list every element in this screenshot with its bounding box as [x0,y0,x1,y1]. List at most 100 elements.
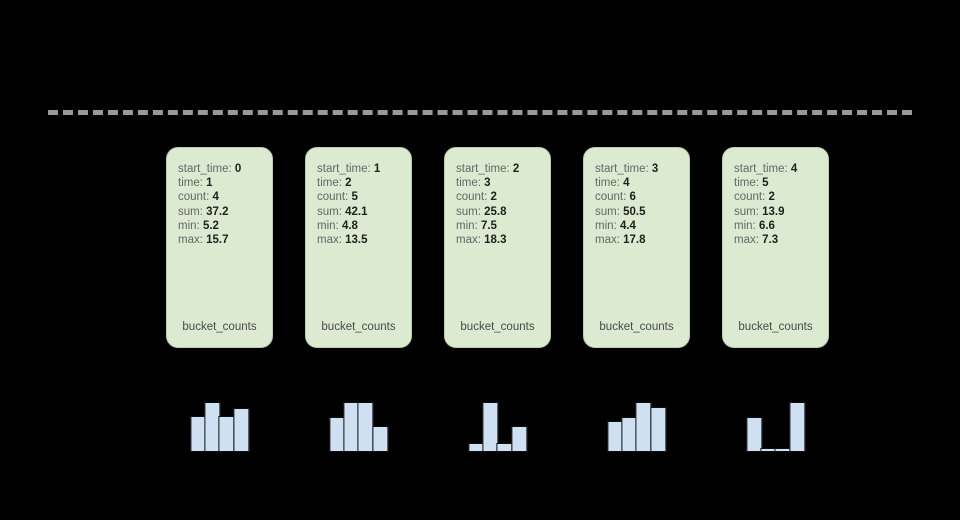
field-value: 17.8 [623,234,646,247]
field-value: 4.8 [341,219,358,232]
field-label: time: [734,177,759,190]
field-value: 3 [484,177,491,190]
field-sum: sum: 37.2 [178,205,262,219]
field-value: 3 [651,163,659,175]
field-sum: sum: 50.5 [595,205,679,219]
field-label: count: [456,191,488,204]
field-label: start_time: [317,163,371,175]
histogram-bars [606,402,667,452]
field-value: 1 [373,163,381,175]
field-max: max: 18.3 [456,233,540,247]
field-min: min: 7.5 [456,219,540,233]
field-value: 7.3 [762,234,779,247]
field-value: 13.5 [345,234,368,247]
field-value: 2 [768,191,775,204]
field-min: min: 6.6 [734,219,818,233]
bucket-counts-histogram [723,400,828,452]
field-label: time: [317,177,342,190]
field-value: 5 [762,177,769,190]
field-min: min: 5.2 [178,219,262,233]
field-time: time: 2 [317,176,401,190]
field-label: max: [734,234,759,247]
histogram-bars [745,402,806,452]
histogram-bar [650,407,667,452]
field-label: sum: [317,205,342,218]
field-count: count: 6 [595,190,679,204]
field-label: sum: [595,205,620,218]
field-label: min: [317,219,339,232]
field-value: 2 [490,191,497,204]
field-value: 25.8 [484,205,507,218]
field-count: count: 5 [317,190,401,204]
field-max: max: 7.3 [734,233,818,247]
field-max: max: 17.8 [595,233,679,247]
field-value: 37.2 [206,205,229,218]
field-sum: sum: 25.8 [456,205,540,219]
histogram-caption: bucket_counts [321,321,396,333]
field-value: 4 [212,191,219,204]
histogram-bar [233,408,250,452]
field-value: 5.2 [202,219,219,232]
field-value: 4 [790,163,798,175]
field-value: 5 [351,191,358,204]
histogram-bar [482,402,499,452]
field-value: 4.4 [619,219,636,232]
histogram-bar [789,402,806,452]
histogram-caption: bucket_counts [460,321,535,333]
histogram-bars [467,402,528,452]
field-start_time: start_time: 1 [317,162,401,176]
field-label: start_time: [734,163,788,175]
histogram-bars [189,402,250,452]
field-value: 0 [234,163,242,175]
field-value: 15.7 [206,234,229,247]
field-max: max: 13.5 [317,233,401,247]
field-label: min: [178,219,200,232]
field-label: count: [734,191,766,204]
field-min: min: 4.8 [317,219,401,233]
field-value: 2 [345,177,352,190]
histogram-bar [372,426,389,452]
dashed-divider-line [48,110,912,115]
field-label: start_time: [595,163,649,175]
field-label: sum: [456,205,481,218]
field-time: time: 5 [734,176,818,190]
field-value: 13.9 [762,205,785,218]
field-count: count: 2 [734,190,818,204]
histogram-bar [511,426,528,452]
field-value: 7.5 [480,219,497,232]
field-time: time: 4 [595,176,679,190]
field-label: count: [595,191,627,204]
field-value: 6.6 [758,219,775,232]
field-label: max: [317,234,342,247]
field-label: count: [317,191,349,204]
bucket-counts-histogram [167,400,272,452]
field-start_time: start_time: 0 [178,162,262,176]
field-label: time: [595,177,620,190]
field-value: 42.1 [345,205,368,218]
field-min: min: 4.4 [595,219,679,233]
field-time: time: 3 [456,176,540,190]
field-start_time: start_time: 2 [456,162,540,176]
bucket-counts-histogram [445,400,550,452]
field-label: start_time: [456,163,510,175]
field-start_time: start_time: 4 [734,162,818,176]
field-label: max: [595,234,620,247]
field-sum: sum: 13.9 [734,205,818,219]
field-max: max: 15.7 [178,233,262,247]
field-label: min: [456,219,478,232]
bucket-counts-histogram [584,400,689,452]
field-label: min: [734,219,756,232]
field-label: max: [456,234,481,247]
histogram-bar [745,417,762,452]
histogram-caption: bucket_counts [738,321,813,333]
